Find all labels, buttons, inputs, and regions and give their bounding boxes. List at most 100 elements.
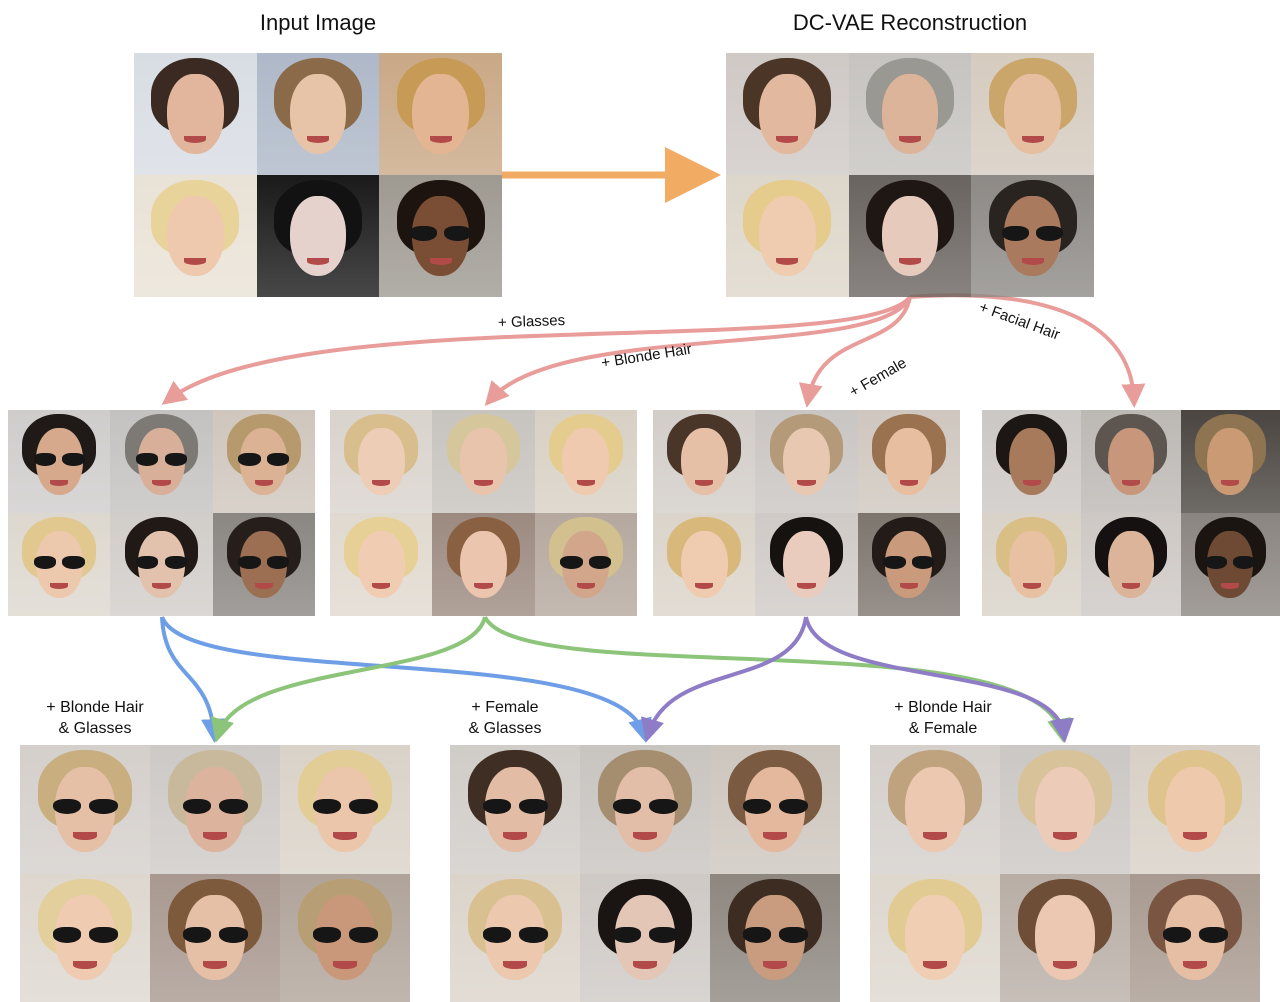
face-thumbnail bbox=[1000, 745, 1130, 874]
face-thumbnail bbox=[330, 513, 433, 616]
mouth-shape bbox=[503, 960, 527, 969]
face-thumbnail bbox=[20, 873, 150, 1002]
mouth-shape bbox=[429, 257, 452, 266]
face-thumbnail bbox=[857, 513, 960, 616]
mouth-shape bbox=[152, 583, 171, 590]
sunglasses-icon bbox=[883, 556, 935, 569]
mouth-shape bbox=[797, 480, 816, 487]
female-edge-label: + Female bbox=[847, 354, 910, 400]
face-thumbnail bbox=[1180, 513, 1280, 616]
face-thumbnail bbox=[450, 873, 580, 1002]
face-thumbnail bbox=[726, 53, 849, 175]
blonde-female-label-line1: + Blonde Hair bbox=[894, 699, 992, 716]
blonde-glasses-label: + Blonde Hair & Glasses bbox=[20, 697, 170, 739]
face-thumbnail bbox=[379, 175, 502, 297]
mouth-shape bbox=[333, 832, 357, 841]
mouth-shape bbox=[203, 960, 227, 969]
face-thumbnail bbox=[755, 513, 858, 616]
blonde-hair-edit-grid bbox=[330, 410, 637, 616]
mouth-shape bbox=[49, 583, 69, 590]
face-thumbnail bbox=[432, 513, 535, 616]
mouth-shape bbox=[763, 832, 787, 841]
face-thumbnail bbox=[8, 513, 111, 616]
face-thumbnail bbox=[20, 745, 150, 874]
reconstruction-title: DC-VAE Reconstruction bbox=[792, 10, 1028, 35]
face-thumbnail bbox=[379, 53, 502, 175]
sunglasses-icon bbox=[312, 798, 378, 815]
face-thumbnail bbox=[1081, 513, 1181, 616]
face-thumbnail bbox=[450, 745, 580, 874]
glasses-to-female-glasses-arrow bbox=[160, 616, 652, 743]
input-image-grid bbox=[134, 53, 502, 297]
sunglasses-icon bbox=[182, 798, 248, 815]
sunglasses-icon bbox=[1162, 927, 1228, 944]
sunglasses-icon bbox=[1001, 226, 1064, 241]
face-thumbnail bbox=[653, 513, 756, 616]
mouth-shape bbox=[633, 960, 657, 969]
face-thumbnail bbox=[971, 175, 1094, 297]
sunglasses-icon bbox=[52, 798, 118, 815]
sunglasses-icon bbox=[238, 556, 290, 569]
reconstruction-grid bbox=[726, 53, 1094, 297]
mouth-shape bbox=[152, 480, 171, 487]
sunglasses-icon bbox=[33, 453, 85, 466]
blonde-female-label: + Blonde Hair & Female bbox=[868, 697, 1018, 739]
mouth-shape bbox=[1221, 480, 1240, 487]
mouth-shape bbox=[633, 832, 657, 841]
mouth-shape bbox=[254, 583, 274, 590]
mouth-shape bbox=[371, 480, 391, 487]
face-thumbnail bbox=[982, 410, 1082, 513]
sunglasses-icon bbox=[135, 556, 188, 569]
sunglasses-icon bbox=[742, 927, 808, 944]
face-thumbnail bbox=[1130, 745, 1260, 874]
face-thumbnail bbox=[150, 873, 280, 1002]
face-thumbnail bbox=[848, 53, 972, 175]
mouth-shape bbox=[1022, 583, 1041, 590]
female-glasses-label: + Female & Glasses bbox=[450, 697, 560, 739]
mouth-shape bbox=[1221, 583, 1240, 590]
face-thumbnail bbox=[432, 410, 535, 513]
mouth-shape bbox=[203, 832, 227, 841]
facial-hair-arrow bbox=[909, 293, 1146, 408]
mouth-shape bbox=[184, 257, 207, 266]
sunglasses-icon bbox=[409, 226, 472, 241]
face-thumbnail bbox=[1180, 410, 1280, 513]
mouth-shape bbox=[1021, 135, 1044, 144]
sunglasses-icon bbox=[742, 798, 808, 815]
glasses-arrow bbox=[161, 295, 912, 405]
sunglasses-icon bbox=[182, 927, 248, 944]
mouth-shape bbox=[694, 480, 714, 487]
mouth-shape bbox=[306, 135, 330, 144]
blonde-glasses-edit-grid bbox=[20, 745, 410, 1002]
face-thumbnail bbox=[534, 513, 637, 616]
female-edit-grid bbox=[653, 410, 960, 616]
sunglasses-icon bbox=[52, 927, 118, 944]
glasses-edge-label: + Glasses bbox=[498, 312, 566, 331]
input-image-title: Input Image bbox=[259, 10, 377, 35]
glasses-edit-grid bbox=[8, 410, 315, 616]
face-thumbnail bbox=[134, 53, 257, 175]
mouth-shape bbox=[763, 960, 787, 969]
face-thumbnail bbox=[280, 745, 410, 874]
blonde-female-label-line2: & Female bbox=[908, 720, 978, 737]
face-thumbnail bbox=[134, 175, 257, 297]
mouth-shape bbox=[1022, 480, 1041, 487]
mouth-shape bbox=[306, 257, 330, 266]
mouth-shape bbox=[184, 135, 207, 144]
face-thumbnail bbox=[755, 410, 858, 513]
blonde-female-edit-grid bbox=[870, 745, 1260, 1002]
face-thumbnail bbox=[110, 513, 213, 616]
mouth-shape bbox=[474, 480, 493, 487]
face-thumbnail bbox=[212, 513, 315, 616]
sunglasses-icon bbox=[33, 556, 85, 569]
sunglasses-icon bbox=[135, 453, 188, 466]
mouth-shape bbox=[254, 480, 274, 487]
female-to-blonde-female-arrow bbox=[804, 616, 1074, 743]
face-thumbnail bbox=[710, 745, 840, 874]
blonde-glasses-label-line2: & Glasses bbox=[58, 720, 132, 737]
sunglasses-icon bbox=[312, 927, 378, 944]
mouth-shape bbox=[776, 257, 799, 266]
sunglasses-icon bbox=[238, 453, 290, 466]
mouth-shape bbox=[1053, 832, 1077, 841]
face-thumbnail bbox=[848, 175, 972, 297]
